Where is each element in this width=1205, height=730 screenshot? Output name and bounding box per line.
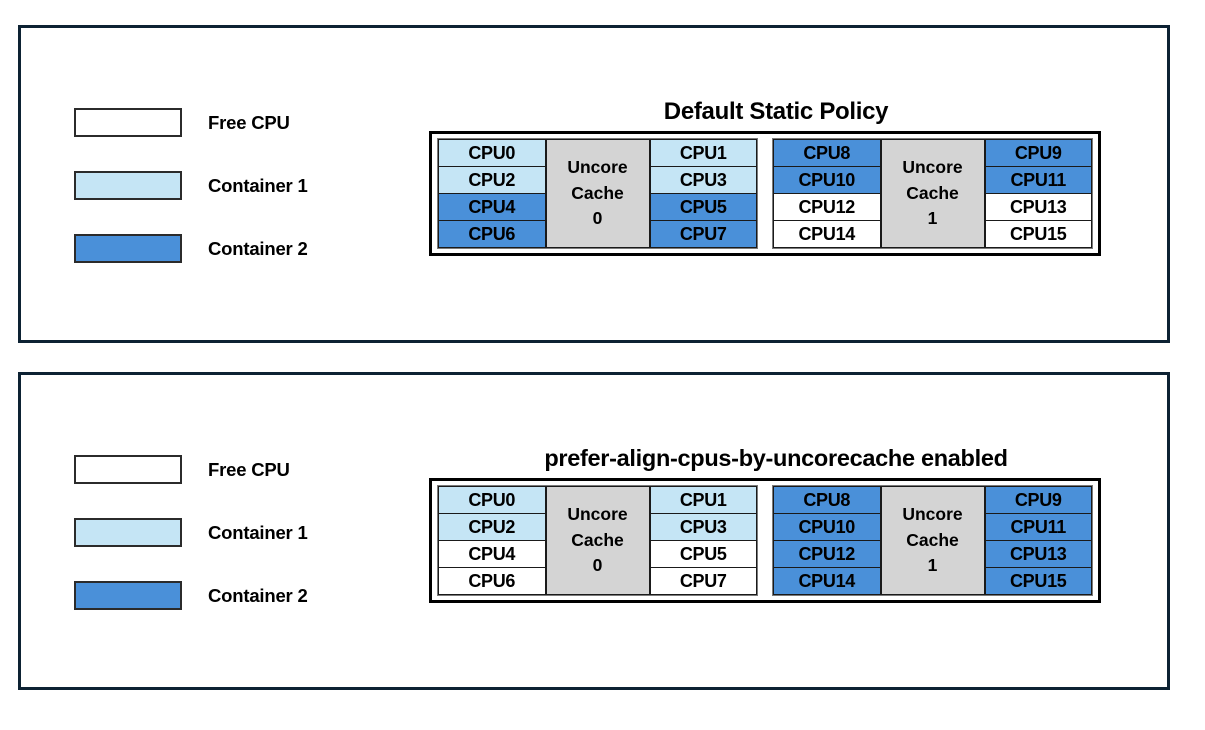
cpu-cell: CPU2 — [438, 513, 546, 541]
cpu-cell: CPU10 — [773, 513, 881, 541]
uncore-cache-cluster-1: CPU8 CPU10 CPU12 CPU14 Uncore Cache 1 CP… — [772, 138, 1093, 249]
legend-item-container-1: Container 1 — [74, 171, 308, 200]
legend-prefer: Free CPU Container 1 Container 2 — [74, 455, 308, 610]
legend-label-container-1: Container 1 — [208, 521, 308, 543]
cpu-cell: CPU8 — [773, 139, 881, 167]
uncore-cache-label-line-2: Cache — [571, 182, 624, 203]
panel-prefer-align-cpus-by-uncorecache: Free CPU Container 1 Container 2 prefer-… — [18, 372, 1170, 690]
legend-swatch-container-2 — [74, 581, 182, 610]
cpu-cell: CPU15 — [984, 220, 1092, 248]
uncore-cache-cluster-0: CPU0 CPU2 CPU4 CPU6 Uncore Cache 0 CPU1 … — [437, 138, 758, 249]
cpu-cell: CPU8 — [773, 486, 881, 514]
cpu-cell: CPU3 — [649, 166, 757, 194]
legend-label-container-2: Container 2 — [208, 584, 308, 606]
cpu-cell: CPU0 — [438, 486, 546, 514]
cpu-topology-diagram-prefer: CPU0 CPU2 CPU4 CPU6 Uncore Cache 0 CPU1 … — [429, 478, 1101, 603]
legend-swatch-container-1 — [74, 171, 182, 200]
cpu-cell: CPU0 — [438, 139, 546, 167]
cpu-cell: CPU13 — [984, 540, 1092, 568]
cpu-column-left-cache-1: CPU8 CPU10 CPU12 CPU14 — [773, 486, 881, 595]
uncore-cache-block-1: Uncore Cache 1 — [880, 486, 985, 595]
cpu-cell: CPU14 — [773, 567, 881, 595]
uncore-cache-index: 1 — [927, 208, 938, 229]
cpu-cell: CPU2 — [438, 166, 546, 194]
cpu-column-right-cache-1: CPU9 CPU11 CPU13 CPU15 — [984, 486, 1092, 595]
cpu-column-right-cache-1: CPU9 CPU11 CPU13 CPU15 — [984, 139, 1092, 248]
legend-label-free-cpu: Free CPU — [208, 111, 290, 133]
cpu-cell: CPU3 — [649, 513, 757, 541]
uncore-cache-label-line-1: Uncore — [902, 504, 963, 525]
uncore-cache-label-line-2: Cache — [906, 182, 959, 203]
cpu-cell: CPU6 — [438, 220, 546, 248]
cpu-cell: CPU11 — [984, 513, 1092, 541]
uncore-cache-label-line-2: Cache — [906, 529, 959, 550]
cpu-topology-diagram-static: CPU0 CPU2 CPU4 CPU6 Uncore Cache 0 CPU1 … — [429, 131, 1101, 256]
uncore-cache-index: 1 — [927, 555, 938, 576]
uncore-cache-cluster-0: CPU0 CPU2 CPU4 CPU6 Uncore Cache 0 CPU1 … — [437, 485, 758, 596]
cpu-cell: CPU15 — [984, 567, 1092, 595]
legend-swatch-free-cpu — [74, 455, 182, 484]
cpu-cell: CPU11 — [984, 166, 1092, 194]
legend-item-container-2: Container 2 — [74, 581, 308, 610]
cpu-column-left-cache-1: CPU8 CPU10 CPU12 CPU14 — [773, 139, 881, 248]
cpu-cell: CPU5 — [649, 193, 757, 221]
cpu-column-right-cache-0: CPU1 CPU3 CPU5 CPU7 — [649, 139, 757, 248]
legend-swatch-container-1 — [74, 518, 182, 547]
cpu-column-right-cache-0: CPU1 CPU3 CPU5 CPU7 — [649, 486, 757, 595]
cpu-cell: CPU10 — [773, 166, 881, 194]
uncore-cache-index: 0 — [592, 208, 603, 229]
legend-swatch-free-cpu — [74, 108, 182, 137]
uncore-cache-block-0: Uncore Cache 0 — [545, 139, 650, 248]
legend-item-free-cpu: Free CPU — [74, 455, 308, 484]
uncore-cache-label-line-1: Uncore — [567, 157, 628, 178]
uncore-cache-label-line-2: Cache — [571, 529, 624, 550]
legend-item-container-2: Container 2 — [74, 234, 308, 263]
legend-swatch-container-2 — [74, 234, 182, 263]
legend-static: Free CPU Container 1 Container 2 — [74, 108, 308, 263]
cpu-column-left-cache-0: CPU0 CPU2 CPU4 CPU6 — [438, 139, 546, 248]
cpu-cell: CPU1 — [649, 139, 757, 167]
cpu-cell: CPU13 — [984, 193, 1092, 221]
cpu-cell: CPU9 — [984, 139, 1092, 167]
cpu-cell: CPU12 — [773, 193, 881, 221]
cpu-cell: CPU9 — [984, 486, 1092, 514]
uncore-cache-block-0: Uncore Cache 0 — [545, 486, 650, 595]
uncore-cache-label-line-1: Uncore — [567, 504, 628, 525]
cpu-cell: CPU7 — [649, 567, 757, 595]
cpu-cell: CPU4 — [438, 193, 546, 221]
legend-label-container-1: Container 1 — [208, 174, 308, 196]
cpu-cell: CPU5 — [649, 540, 757, 568]
diagram-title-static: Default Static Policy — [663, 97, 889, 125]
uncore-cache-index: 0 — [592, 555, 603, 576]
cpu-cell: CPU1 — [649, 486, 757, 514]
cpu-cell: CPU6 — [438, 567, 546, 595]
legend-label-free-cpu: Free CPU — [208, 458, 290, 480]
diagram-title-prefer: prefer-align-cpus-by-uncorecache enabled — [544, 444, 1008, 471]
cpu-cell: CPU12 — [773, 540, 881, 568]
legend-label-container-2: Container 2 — [208, 237, 308, 259]
panel-default-static-policy: Free CPU Container 1 Container 2 Default… — [18, 25, 1170, 343]
cpu-cell: CPU14 — [773, 220, 881, 248]
cpu-cell: CPU7 — [649, 220, 757, 248]
legend-item-container-1: Container 1 — [74, 518, 308, 547]
uncore-cache-block-1: Uncore Cache 1 — [880, 139, 985, 248]
uncore-cache-label-line-1: Uncore — [902, 157, 963, 178]
legend-item-free-cpu: Free CPU — [74, 108, 308, 137]
uncore-cache-cluster-1: CPU8 CPU10 CPU12 CPU14 Uncore Cache 1 CP… — [772, 485, 1093, 596]
cpu-cell: CPU4 — [438, 540, 546, 568]
cpu-column-left-cache-0: CPU0 CPU2 CPU4 CPU6 — [438, 486, 546, 595]
